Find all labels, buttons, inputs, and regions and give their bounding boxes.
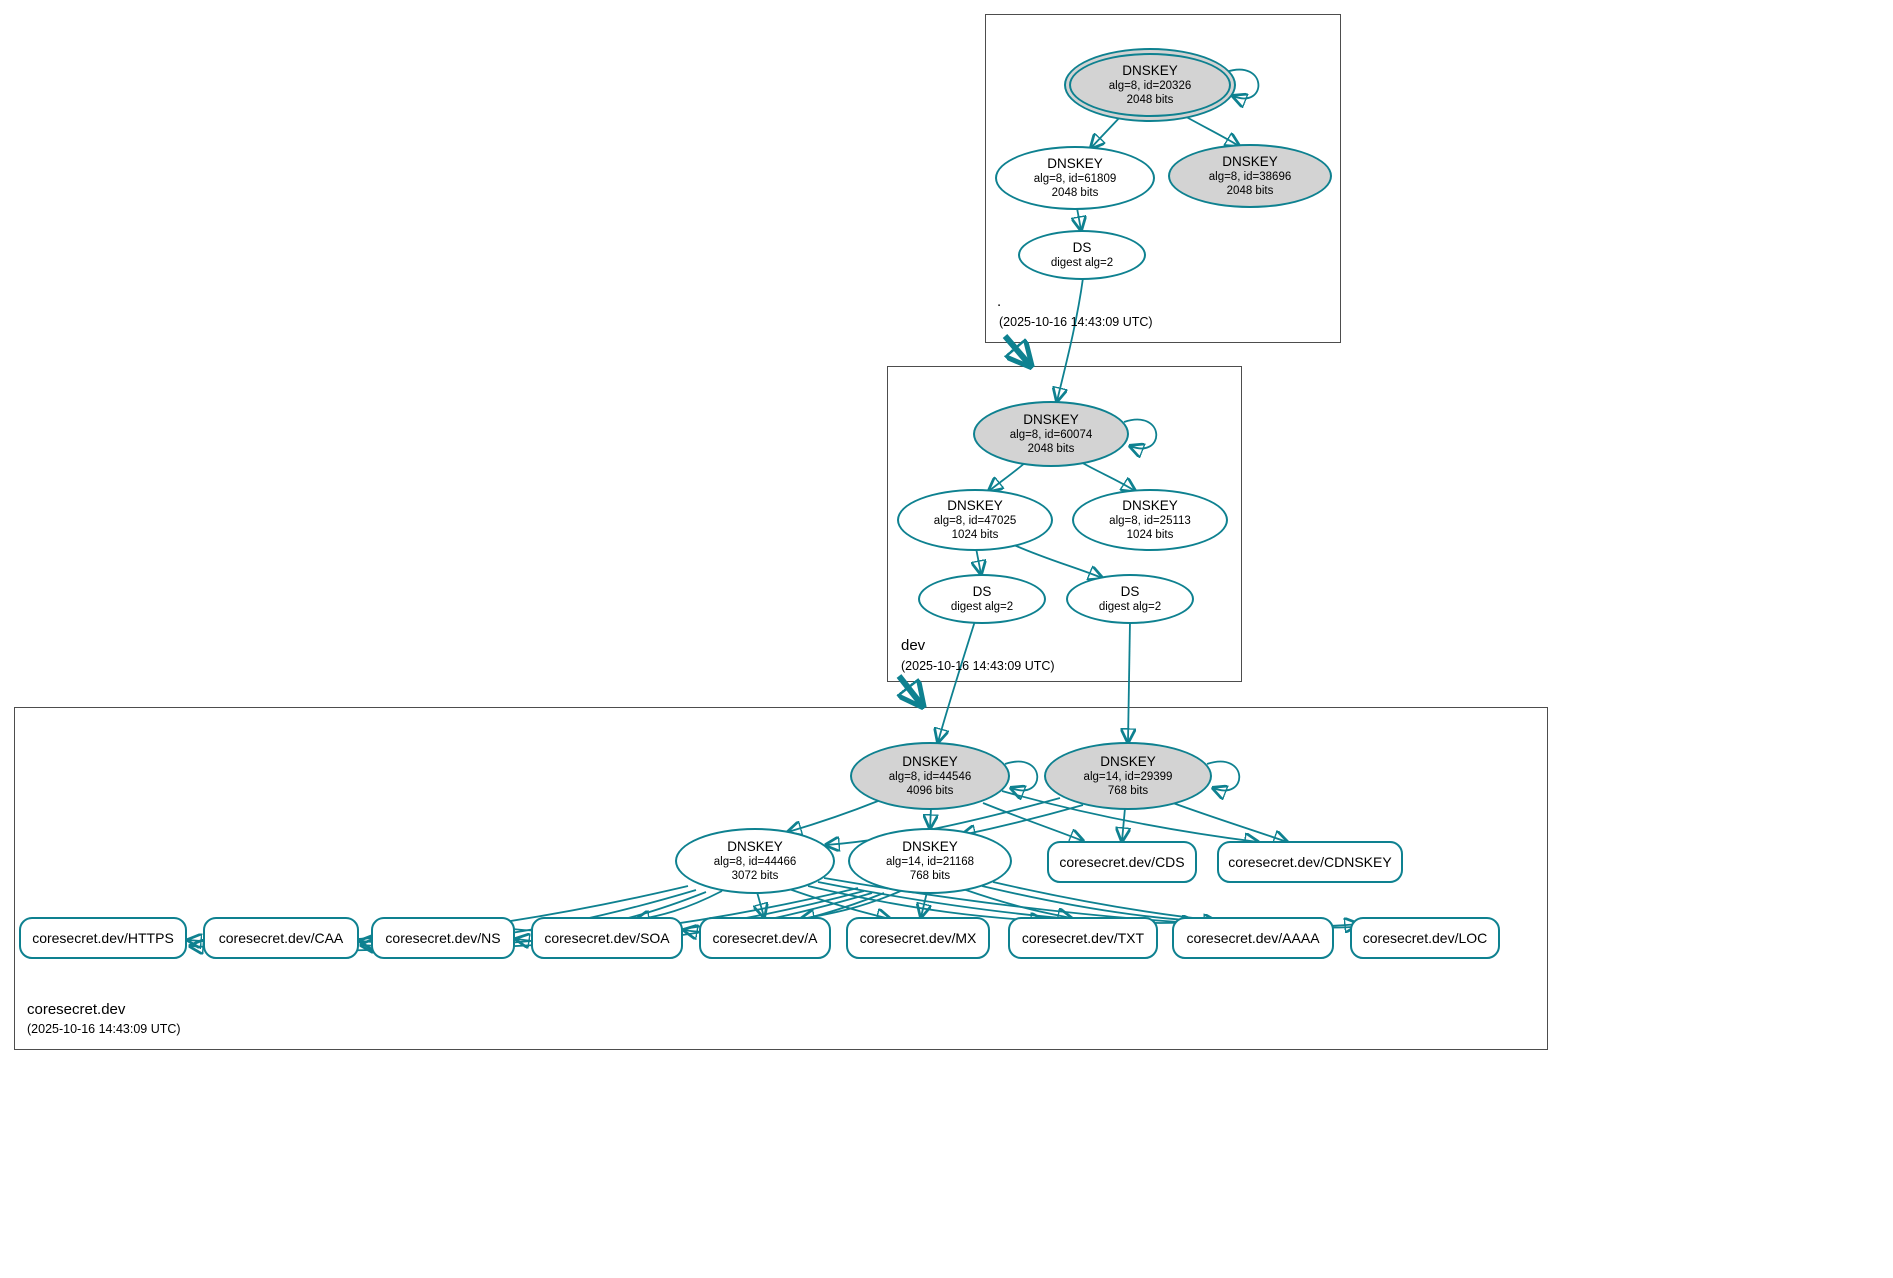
dnskey-meta: alg=14, id=21168: [885, 855, 975, 868]
rrset-ns: coresecret.dev/NS: [371, 917, 515, 959]
coresecret-zsk1-dnskey-node: DNSKEY alg=8, id=44466 3072 bits: [675, 828, 835, 894]
dev-zsk1-dnskey-node: DNSKEY alg=8, id=47025 1024 bits: [897, 489, 1053, 551]
rrset-aaaa: coresecret.dev/AAAA: [1172, 917, 1334, 959]
dev-ksk-dnskey-node: DNSKEY alg=8, id=60074 2048 bits: [973, 401, 1129, 467]
root-ksk-dnskey-node: DNSKEY alg=8, id=20326 2048 bits: [1064, 48, 1236, 122]
rrset-soa: coresecret.dev/SOA: [531, 917, 683, 959]
coresecret-ksk1-dnskey-node: DNSKEY alg=8, id=44546 4096 bits: [850, 742, 1010, 810]
ds-meta: digest alg=2: [1098, 600, 1162, 613]
dnskey-meta: alg=8, id=47025: [933, 514, 1017, 527]
coresecret-ksk2-dnskey-node: DNSKEY alg=14, id=29399 768 bits: [1044, 742, 1212, 810]
dnskey-title: DNSKEY: [902, 753, 958, 769]
root-zone-box: [985, 14, 1341, 343]
dnskey-bits: 2048 bits: [1226, 185, 1274, 198]
rrset-https: coresecret.dev/HTTPS: [19, 917, 187, 959]
dev-ds2-node: DS digest alg=2: [1066, 574, 1194, 624]
dnskey-meta: alg=8, id=61809: [1033, 172, 1117, 185]
ds-meta: digest alg=2: [1050, 256, 1114, 269]
dnskey-bits: 768 bits: [909, 870, 951, 883]
dnskey-bits: 4096 bits: [906, 785, 954, 798]
dev-zone-name: dev: [901, 637, 926, 654]
dnskey-bits: 2048 bits: [1027, 443, 1075, 456]
rrset-loc: coresecret.dev/LOC: [1350, 917, 1500, 959]
coresecret-zsk2-dnskey-node: DNSKEY alg=14, id=21168 768 bits: [848, 828, 1012, 894]
dnskey-bits: 2048 bits: [1126, 94, 1174, 107]
rrset-caa: coresecret.dev/CAA: [203, 917, 359, 959]
rrset-txt: coresecret.dev/TXT: [1008, 917, 1158, 959]
dnskey-title: DNSKEY: [727, 838, 783, 854]
ds-title: DS: [1120, 583, 1140, 599]
coresecret-zone-timestamp: (2025-10-16 14:43:09 UTC): [27, 1022, 181, 1036]
dnskey-meta: alg=8, id=38696: [1208, 170, 1292, 183]
dnskey-title: DNSKEY: [947, 497, 1003, 513]
root-ds-node: DS digest alg=2: [1018, 230, 1146, 280]
dnskey-meta: alg=8, id=44466: [713, 855, 797, 868]
dnskey-title: DNSKEY: [1122, 497, 1178, 513]
dnskey-meta: alg=14, id=29399: [1083, 770, 1173, 783]
dnskey-title: DNSKEY: [1047, 155, 1103, 171]
dnskey-title: DNSKEY: [1100, 753, 1156, 769]
dnskey-title: DNSKEY: [1023, 411, 1079, 427]
dnskey-bits: 768 bits: [1107, 785, 1149, 798]
dnskey-bits: 1024 bits: [1126, 529, 1174, 542]
dnskey-title: DNSKEY: [1122, 62, 1178, 78]
root-zone-timestamp: (2025-10-16 14:43:09 UTC): [999, 315, 1153, 329]
ds-title: DS: [972, 583, 992, 599]
dnskey-bits: 3072 bits: [731, 870, 779, 883]
dnskey-title: DNSKEY: [902, 838, 958, 854]
dnskey-meta: alg=8, id=60074: [1009, 428, 1093, 441]
dnskey-meta: alg=8, id=44546: [888, 770, 972, 783]
dev-zsk2-dnskey-node: DNSKEY alg=8, id=25113 1024 bits: [1072, 489, 1228, 551]
root-zsk-dnskey-node: DNSKEY alg=8, id=61809 2048 bits: [995, 146, 1155, 210]
rrset-a: coresecret.dev/A: [699, 917, 831, 959]
ds-meta: digest alg=2: [950, 600, 1014, 613]
root-ksk2-dnskey-node: DNSKEY alg=8, id=38696 2048 bits: [1168, 144, 1332, 208]
coresecret-zone-box: [14, 707, 1548, 1050]
rrset-cdnskey: coresecret.dev/CDNSKEY: [1217, 841, 1403, 883]
dnskey-title: DNSKEY: [1222, 153, 1278, 169]
rrset-cds: coresecret.dev/CDS: [1047, 841, 1197, 883]
dnskey-meta: alg=8, id=20326: [1108, 79, 1192, 92]
root-zone-name: .: [997, 293, 1002, 310]
dev-zone-timestamp: (2025-10-16 14:43:09 UTC): [901, 659, 1055, 673]
ds-title: DS: [1072, 239, 1092, 255]
dnskey-bits: 2048 bits: [1051, 187, 1099, 200]
dnskey-bits: 1024 bits: [951, 529, 999, 542]
dev-ds1-node: DS digest alg=2: [918, 574, 1046, 624]
rrset-mx: coresecret.dev/MX: [846, 917, 990, 959]
coresecret-zone-name: coresecret.dev: [27, 1001, 126, 1018]
dnskey-meta: alg=8, id=25113: [1109, 514, 1191, 527]
